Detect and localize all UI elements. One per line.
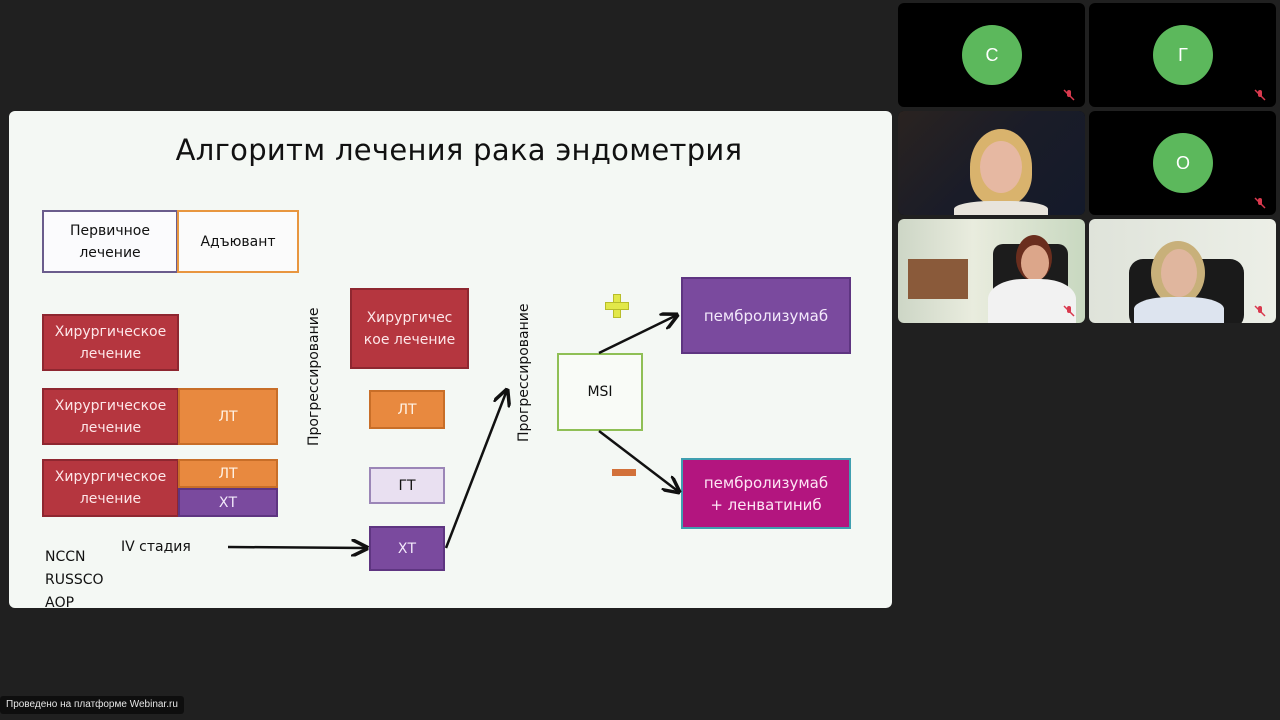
avatar: О xyxy=(1153,133,1213,193)
pembrolizumab-lenvatinib-box: пембролизумаб + ленватиниб xyxy=(681,458,851,529)
surgery-box-1: Хирургическое лечение xyxy=(42,314,179,371)
guideline-aop: АОР xyxy=(45,595,75,608)
mic-muted-icon xyxy=(1063,305,1075,317)
rt-box-3: ЛТ xyxy=(178,459,278,488)
presentation-slide: Алгоритм лечения рака эндометрия Первичн… xyxy=(9,111,892,608)
column2-ht-box: ГТ xyxy=(369,467,445,504)
participant-tile-4[interactable]: О xyxy=(1089,111,1276,215)
participant-tile-1[interactable]: С xyxy=(898,3,1085,107)
surgery-box-2: Хирургическое лечение xyxy=(42,388,179,445)
participant-video-3[interactable] xyxy=(1089,219,1276,323)
ct-box-3: ХТ xyxy=(178,488,278,517)
participant-video-2[interactable] xyxy=(898,219,1085,323)
video-feed xyxy=(1089,219,1276,323)
mic-muted-icon xyxy=(1254,197,1266,209)
column2-ct-box: ХТ xyxy=(369,526,445,571)
participant-tile-2[interactable]: Г xyxy=(1089,3,1276,107)
guidelines-list: NCCN RUSSCO АОР xyxy=(45,546,104,608)
stage-iv-label: IV стадия xyxy=(121,539,191,555)
slide-title: Алгоритм лечения рака эндометрия xyxy=(175,133,743,167)
pembrolizumab-box: пембролизумаб xyxy=(681,277,851,354)
legend-primary-treatment: Первичное лечение xyxy=(42,210,178,273)
surgery-box-3: Хирургическое лечение xyxy=(42,459,179,517)
progression-label-1: Прогрессирование xyxy=(306,307,322,446)
video-feed xyxy=(898,219,1085,323)
avatar: С xyxy=(962,25,1022,85)
guideline-russco: RUSSCO xyxy=(45,572,104,588)
column2-surgery-box: Хирургичес кое лечение xyxy=(350,288,469,369)
avatar: Г xyxy=(1153,25,1213,85)
guideline-nccn: NCCN xyxy=(45,549,86,565)
rt-box-2: ЛТ xyxy=(178,388,278,445)
video-feed xyxy=(898,111,1085,215)
mic-muted-icon xyxy=(1063,89,1075,101)
mic-muted-icon xyxy=(1254,89,1266,101)
participant-video-1[interactable] xyxy=(898,111,1085,215)
msi-box: MSI xyxy=(557,353,643,431)
column2-rt-box: ЛТ xyxy=(369,390,445,429)
progression-label-2: Прогрессирование xyxy=(516,303,532,442)
platform-badge: Проведено на платформе Webinar.ru xyxy=(0,696,184,714)
plus-icon xyxy=(605,294,629,318)
minus-icon xyxy=(612,469,636,476)
mic-muted-icon xyxy=(1254,305,1266,317)
legend-adjuvant: Адъювант xyxy=(177,210,299,273)
